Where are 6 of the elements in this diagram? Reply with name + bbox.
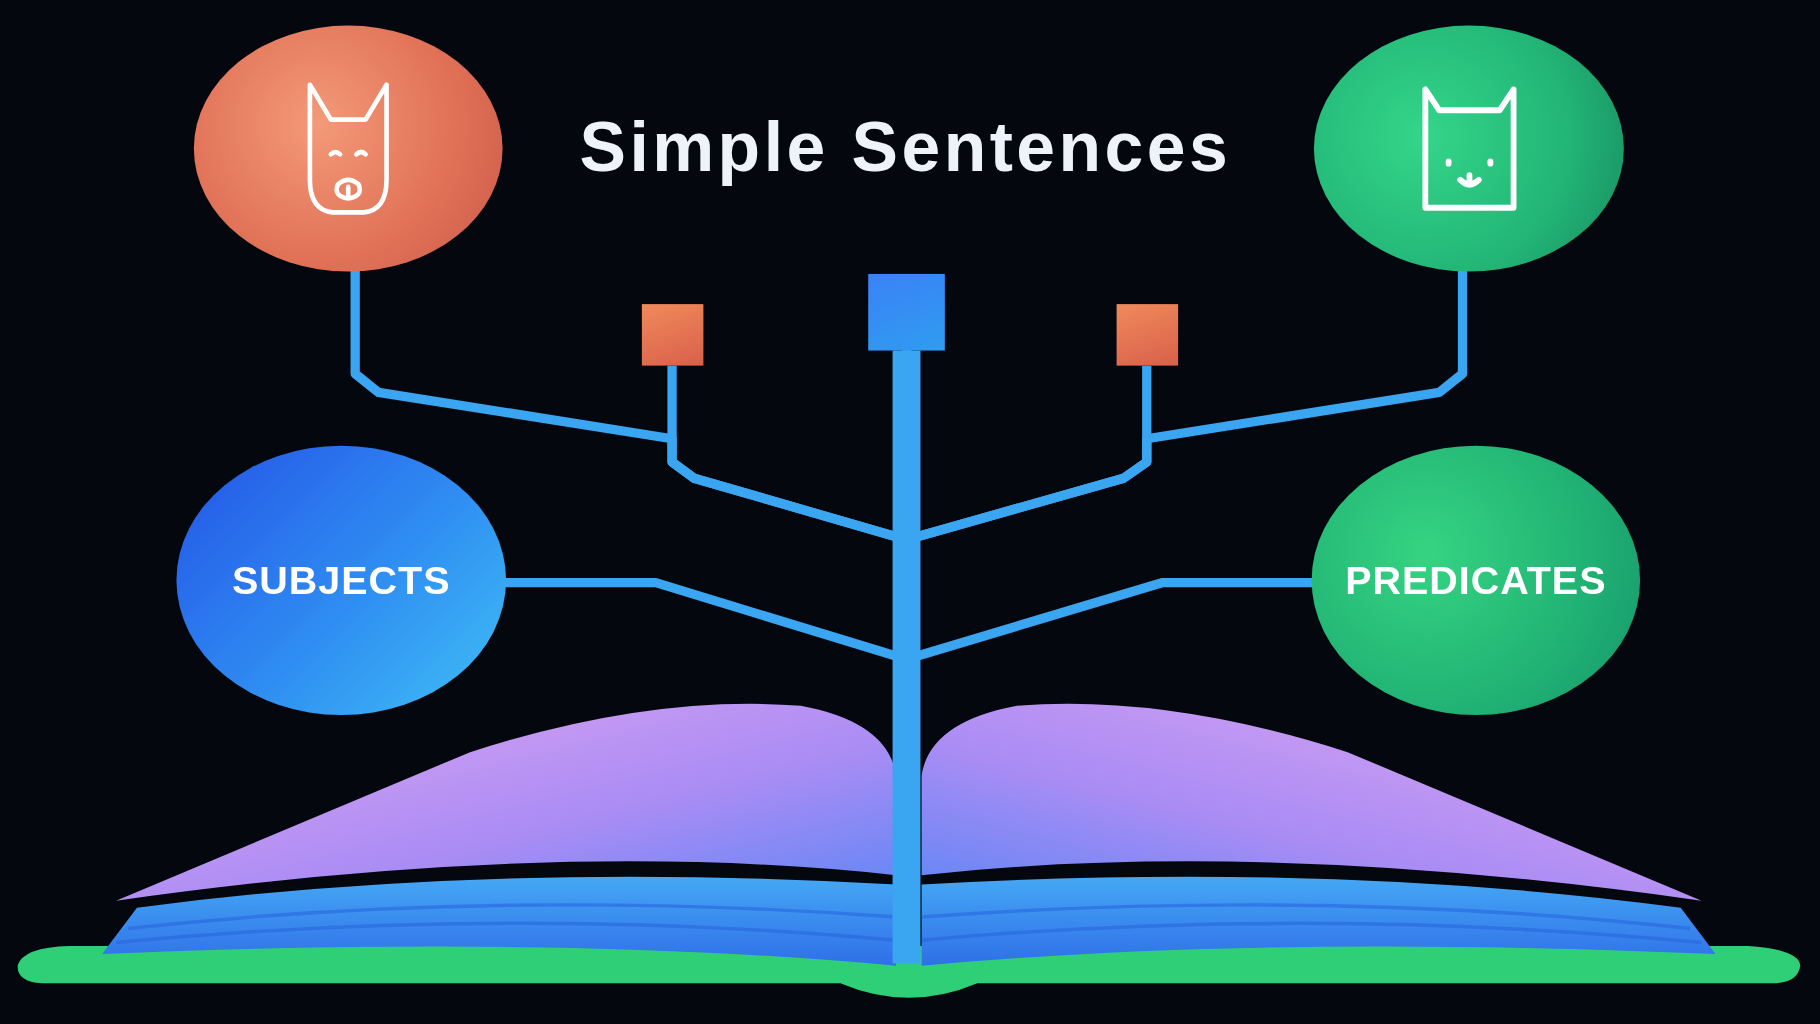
square-node [868,273,945,351]
node-label: SUBJECTS [232,556,451,604]
square-node [641,304,704,366]
node-label: PREDICATES [1345,556,1607,604]
square-node [1116,304,1179,366]
title: Simple Sentences [578,106,1233,188]
